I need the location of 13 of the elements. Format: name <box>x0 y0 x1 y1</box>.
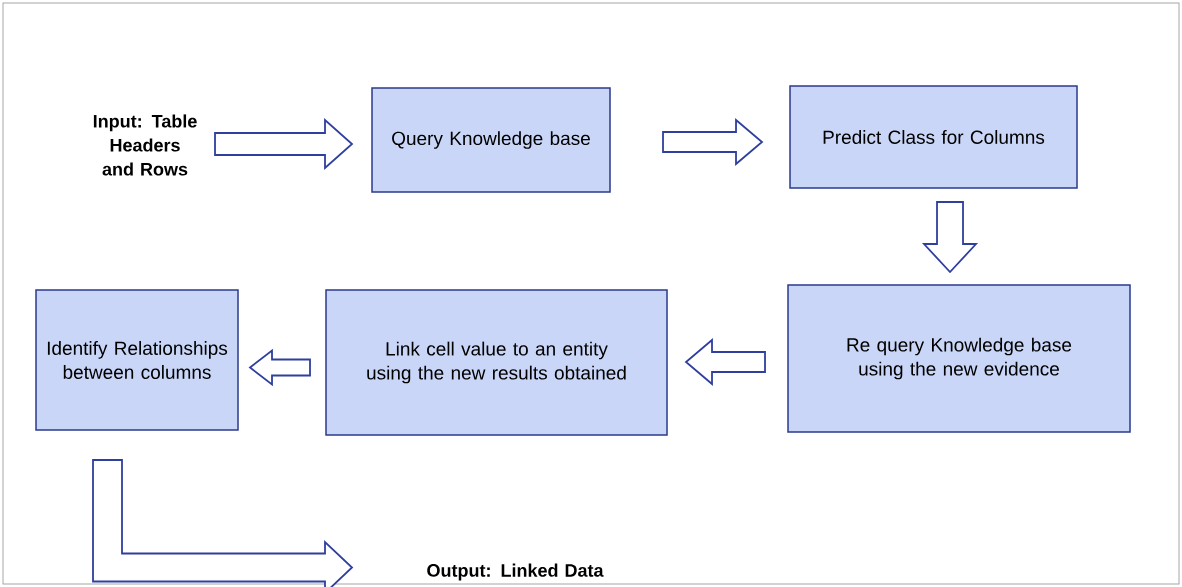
process-box: Query Knowledge base <box>371 87 611 193</box>
process-box: Re query Knowledge base using the new evidence <box>787 284 1131 433</box>
process-box: Link cell value to an entity using the new results obtained <box>325 289 668 436</box>
block-arrow <box>214 118 354 170</box>
block-arrow <box>921 201 979 274</box>
block-arrow <box>684 338 766 386</box>
process-box: Predict Class for Columns <box>789 85 1078 189</box>
block-arrow <box>662 118 764 166</box>
label-text: Input: Table Headers and Rows <box>93 114 197 176</box>
process-box: Identify Relationships between columns <box>35 289 239 431</box>
block-arrow <box>92 459 354 587</box>
block-arrow <box>248 348 311 387</box>
label-text: Output: Linked Data <box>427 563 604 581</box>
